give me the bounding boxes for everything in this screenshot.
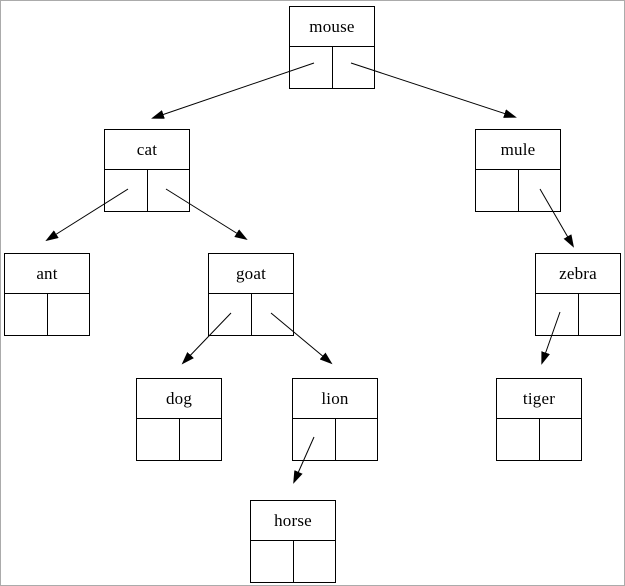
pointer-cell-right	[333, 47, 375, 88]
node-pointer-row	[536, 294, 620, 335]
node-pointer-row	[497, 419, 581, 460]
pointer-cell-right	[252, 294, 294, 335]
node-pointer-row	[105, 170, 189, 211]
tree-node-cat: cat	[104, 129, 190, 212]
node-label: horse	[251, 501, 335, 541]
node-pointer-row	[251, 541, 335, 582]
node-pointer-row	[290, 47, 374, 88]
pointer-cell-left	[293, 419, 336, 460]
pointer-cell-right	[336, 419, 378, 460]
pointer-cell-left	[5, 294, 48, 335]
node-label: dog	[137, 379, 221, 419]
node-label: mule	[476, 130, 560, 170]
tree-node-dog: dog	[136, 378, 222, 461]
node-label: ant	[5, 254, 89, 294]
tree-node-goat: goat	[208, 253, 294, 336]
node-label: cat	[105, 130, 189, 170]
pointer-cell-right	[48, 294, 90, 335]
pointer-cell-right	[540, 419, 582, 460]
pointer-cell-left	[497, 419, 540, 460]
node-pointer-row	[137, 419, 221, 460]
node-pointer-row	[209, 294, 293, 335]
node-label: zebra	[536, 254, 620, 294]
node-label: goat	[209, 254, 293, 294]
pointer-cell-right	[519, 170, 561, 211]
tree-node-ant: ant	[4, 253, 90, 336]
tree-node-lion: lion	[292, 378, 378, 461]
pointer-cell-right	[180, 419, 222, 460]
pointer-cell-left	[209, 294, 252, 335]
node-pointer-row	[293, 419, 377, 460]
pointer-cell-left	[476, 170, 519, 211]
pointer-cell-right	[294, 541, 336, 582]
node-pointer-row	[476, 170, 560, 211]
pointer-cell-left	[251, 541, 294, 582]
pointer-cell-left	[105, 170, 148, 211]
tree-node-mule: mule	[475, 129, 561, 212]
node-label: mouse	[290, 7, 374, 47]
pointer-cell-right	[579, 294, 621, 335]
tree-node-zebra: zebra	[535, 253, 621, 336]
tree-node-tiger: tiger	[496, 378, 582, 461]
edge-mouse-right-mule	[350, 62, 517, 118]
node-label: lion	[293, 379, 377, 419]
pointer-cell-right	[148, 170, 190, 211]
pointer-cell-left	[137, 419, 180, 460]
node-pointer-row	[5, 294, 89, 335]
tree-node-horse: horse	[250, 500, 336, 583]
tree-node-mouse: mouse	[289, 6, 375, 89]
pointer-cell-left	[536, 294, 579, 335]
pointer-cell-left	[290, 47, 333, 88]
node-label: tiger	[497, 379, 581, 419]
